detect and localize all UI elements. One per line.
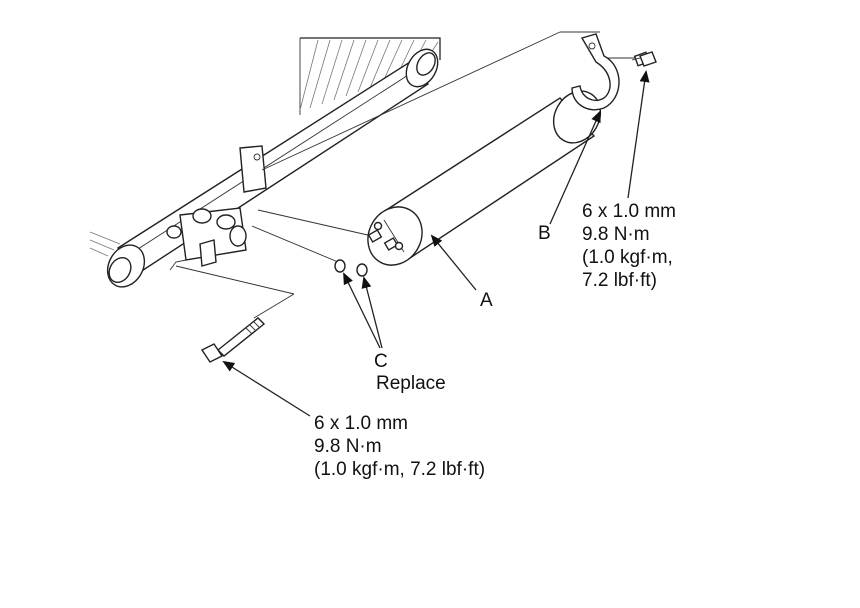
bracket-bolt-spec: 6 x 1.0 mm 9.8 N·m (1.0 kgf·m, 7.2 lbf·f… xyxy=(582,201,676,291)
callout-a-label: A xyxy=(480,290,493,311)
bracket-bolt-torque: 9.8 N·m xyxy=(582,224,650,245)
callout-c-note: Replace xyxy=(376,373,446,394)
mount-bolt-torque: 9.8 N·m xyxy=(314,436,382,457)
bracket-bolt-torque-lbf: 7.2 lbf·ft) xyxy=(582,270,657,291)
mount-bolt-size: 6 x 1.0 mm xyxy=(314,413,408,434)
o-ring-2 xyxy=(356,263,368,277)
o-ring-1 xyxy=(334,259,346,273)
leader-arrows xyxy=(222,70,650,417)
mounting-bolt xyxy=(200,317,266,363)
drier-mount-block xyxy=(166,145,267,271)
drier-fittings xyxy=(367,221,404,251)
bracket-bolt xyxy=(631,51,657,67)
drier-bracket xyxy=(571,33,620,111)
bracket-bolt-torque-kgf: (1.0 kgf·m, xyxy=(582,247,673,268)
mount-bolt-spec: 6 x 1.0 mm 9.8 N·m (1.0 kgf·m, 7.2 lbf·f… xyxy=(314,413,485,480)
bracket-bolt-size: 6 x 1.0 mm xyxy=(582,201,676,222)
receiver-drier xyxy=(367,90,602,266)
assembly-guide-lines xyxy=(175,31,636,319)
o-rings xyxy=(334,259,368,277)
mount-bolt-torque-units: (1.0 kgf·m, 7.2 lbf·ft) xyxy=(314,459,485,480)
callout-c-label: C xyxy=(374,351,388,372)
callout-b-label: B xyxy=(538,223,551,244)
